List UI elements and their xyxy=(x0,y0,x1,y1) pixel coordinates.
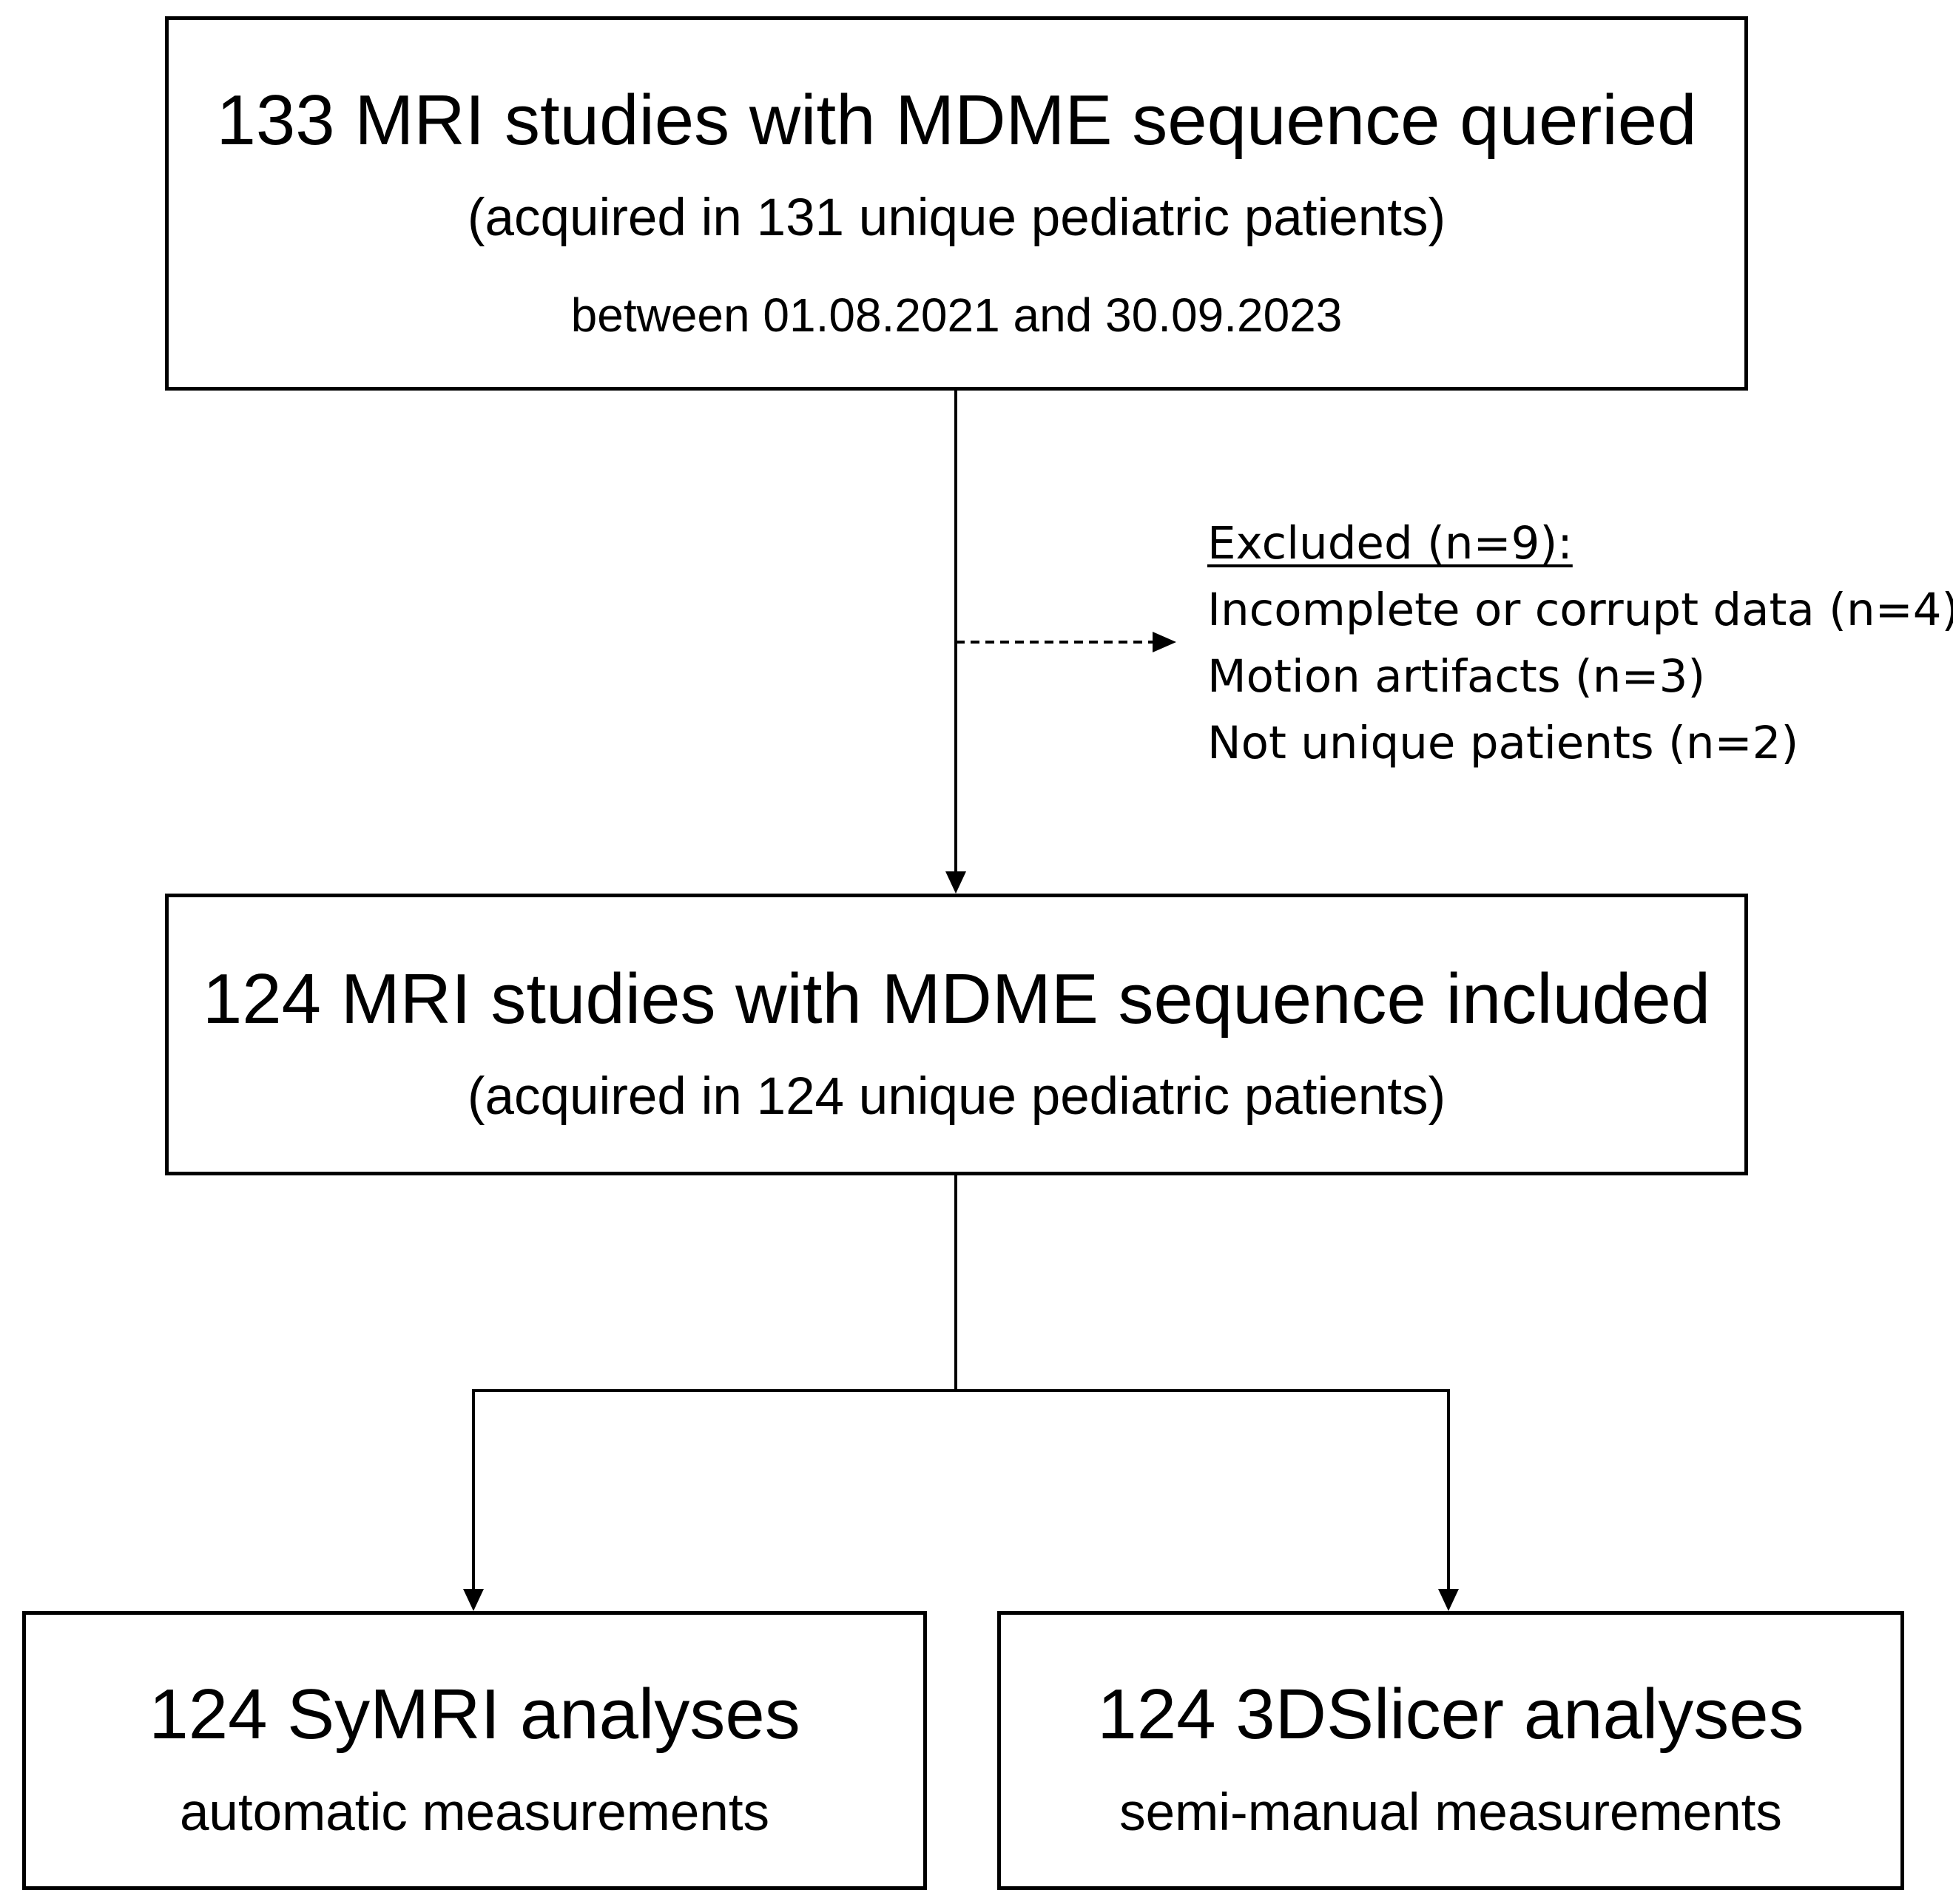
queried-subtitle: (acquired in 131 unique pediatric patien… xyxy=(467,189,1446,247)
arrowhead-to-symri xyxy=(463,1589,484,1611)
symri-analyses-box: 124 SyMRI analyses automatic measurement… xyxy=(22,1611,927,1890)
slicer-subtitle: semi-manual measurements xyxy=(1119,1783,1782,1842)
slicer-analyses-box: 124 3DSlicer analyses semi-manual measur… xyxy=(997,1611,1904,1890)
symri-title: 124 SyMRI analyses xyxy=(149,1675,800,1754)
arrowhead-to-slicer xyxy=(1438,1589,1459,1611)
excluded-heading: Excluded (n=9): xyxy=(1207,517,1573,570)
excluded-item-incomplete: Incomplete or corrupt data (n=4) xyxy=(1207,584,1953,636)
queried-title: 133 MRI studies with MDME sequence queri… xyxy=(216,81,1697,160)
symri-subtitle: automatic measurements xyxy=(179,1783,770,1842)
included-subtitle: (acquired in 124 unique pediatric patien… xyxy=(467,1067,1446,1126)
queried-date-range: between 01.08.2021 and 30.09.2023 xyxy=(570,288,1343,342)
queried-studies-box: 133 MRI studies with MDME sequence queri… xyxy=(165,16,1748,391)
included-title: 124 MRI studies with MDME sequence inclu… xyxy=(202,959,1711,1039)
excluded-item-not-unique: Not unique patients (n=2) xyxy=(1207,717,1799,769)
arrowhead-to-included xyxy=(945,871,966,894)
included-studies-box: 124 MRI studies with MDME sequence inclu… xyxy=(165,894,1748,1175)
arrowhead-to-excluded xyxy=(1153,632,1176,652)
exclusion-list: Excluded (n=9): Incomplete or corrupt da… xyxy=(1207,510,1953,777)
slicer-title: 124 3DSlicer analyses xyxy=(1097,1675,1804,1754)
excluded-item-motion: Motion artifacts (n=3) xyxy=(1207,650,1706,703)
